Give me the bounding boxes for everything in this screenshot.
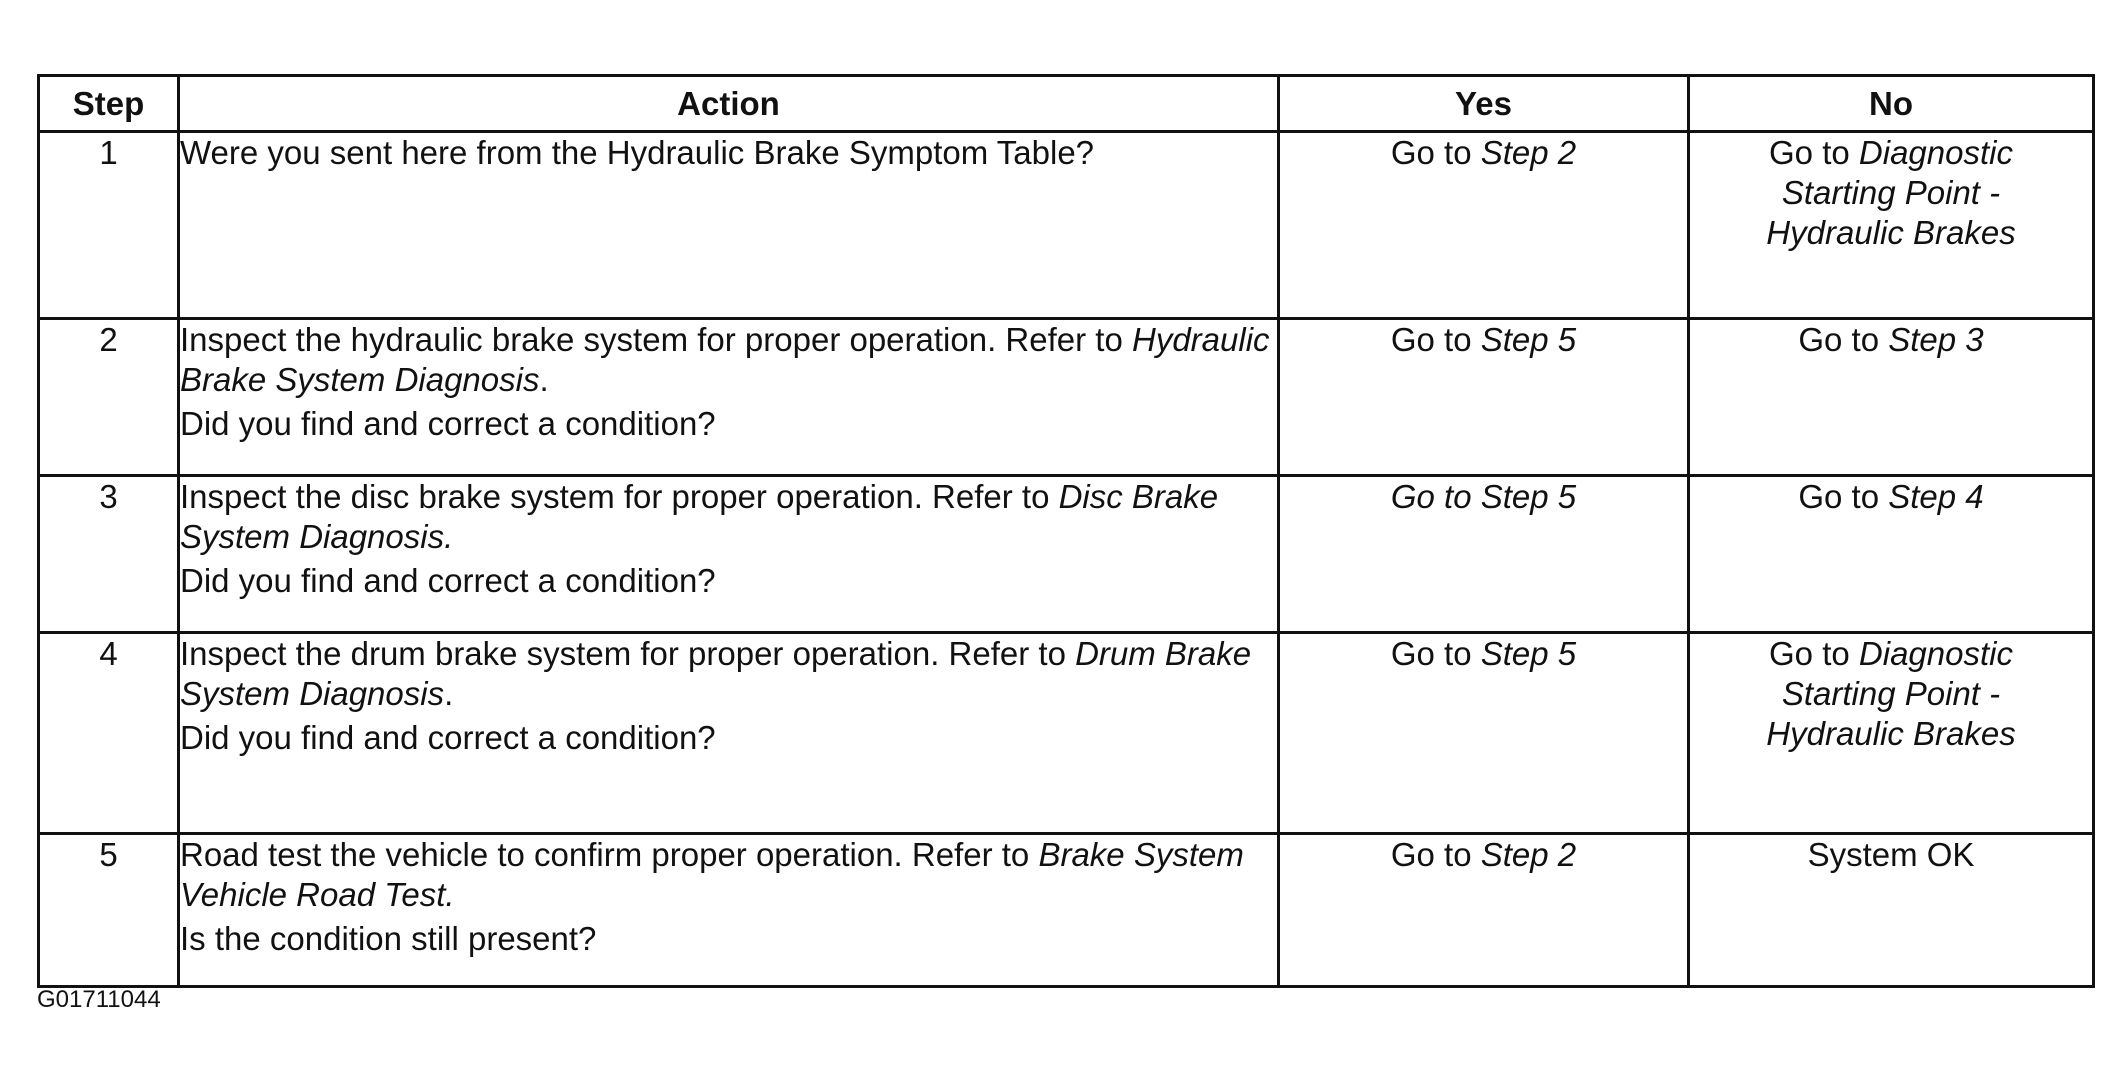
no-step-ref: Step 4 (1888, 478, 1984, 515)
no-cell: Go to Diagnostic Starting Point - Hydrau… (1687, 631, 2095, 835)
diagnostic-table-container: Step Action Yes No 1 Were you sent here … (37, 74, 2095, 988)
no-prefix: Go to (1798, 478, 1889, 515)
step-number: 1 (37, 130, 180, 320)
no-ref-line-1: Diagnostic (1858, 635, 2013, 672)
action-cell: Road test the vehicle to confirm proper … (177, 832, 1280, 988)
header-action: Action (177, 74, 1280, 133)
action-cell: Inspect the hydraulic brake system for p… (177, 317, 1280, 477)
action-question: Is the condition still present? (180, 920, 597, 957)
no-ref-line-2: Starting Point - (1781, 174, 2001, 211)
no-cell: System OK (1687, 832, 2095, 988)
yes-cell: Go to Step 5 (1277, 631, 1690, 835)
action-question: Did you find and correct a condition? (180, 719, 716, 756)
action-text: Inspect the disc brake system for proper… (180, 478, 1219, 555)
table-row: 4 Inspect the drum brake system for prop… (37, 631, 2095, 835)
table-row: 3 Inspect the disc brake system for prop… (37, 474, 2095, 634)
action-reference: Hydraulic Brake System Diagnosis (180, 321, 1270, 398)
yes-cell: Go to Step 5 (1277, 474, 1690, 634)
action-text: Inspect the drum brake system for proper… (180, 635, 1252, 712)
step-number: 2 (37, 317, 180, 477)
yes-step-ref: Step 2 (1480, 836, 1577, 873)
table-row: 5 Road test the vehicle to confirm prope… (37, 832, 2095, 988)
no-cell: Go to Step 3 (1687, 317, 2095, 477)
yes-prefix: Go to (1390, 836, 1481, 873)
diagnostic-table: Step Action Yes No 1 Were you sent here … (37, 74, 2095, 988)
action-cell: Inspect the drum brake system for proper… (177, 631, 1280, 835)
no-ref-line-2: Starting Point - (1781, 675, 2001, 712)
action-question: Did you find and correct a condition? (180, 405, 716, 442)
figure-id: G01711044 (37, 986, 161, 1013)
action-cell: Were you sent here from the Hydraulic Br… (177, 130, 1280, 320)
no-cell: Go to Step 4 (1687, 474, 2095, 634)
action-question: Did you find and correct a condition? (180, 562, 716, 599)
table-header-row: Step Action Yes No (37, 74, 2095, 133)
no-cell: Go to Diagnostic Starting Point - Hydrau… (1687, 130, 2095, 320)
step-number: 5 (37, 832, 180, 988)
yes-cell: Go to Step 2 (1277, 130, 1690, 320)
no-prefix: Go to (1769, 635, 1859, 672)
action-text: Road test the vehicle to confirm proper … (180, 836, 1244, 913)
step-number: 3 (37, 474, 180, 634)
step-number: 4 (37, 631, 180, 835)
yes-step-ref: Step 5 (1480, 321, 1577, 358)
yes-cell: Go to Step 2 (1277, 832, 1690, 988)
yes-prefix: Go to (1390, 321, 1481, 358)
no-ref-line-3: Hydraulic Brakes (1766, 214, 2016, 251)
no-ref-line-3: Hydraulic Brakes (1766, 715, 2016, 752)
yes-step-ref: Step 5 (1480, 635, 1577, 672)
action-reference: Brake System Vehicle Road Test. (180, 836, 1244, 913)
action-cell: Inspect the disc brake system for proper… (177, 474, 1280, 634)
header-yes: Yes (1277, 74, 1690, 133)
action-text: Inspect the hydraulic brake system for p… (180, 321, 1270, 398)
action-reference: Drum Brake System Diagnosis (180, 635, 1252, 712)
no-ref-line-1: Diagnostic (1858, 134, 2013, 171)
yes-step-ref: Step 2 (1480, 134, 1577, 171)
yes-prefix: Go to (1390, 635, 1481, 672)
header-no: No (1687, 74, 2095, 133)
no-step-ref: Step 3 (1888, 321, 1984, 358)
action-text: Were you sent here from the Hydraulic Br… (180, 134, 1095, 171)
no-prefix: Go to (1798, 321, 1889, 358)
no-prefix: Go to (1769, 134, 1859, 171)
yes-prefix: Go to (1390, 478, 1481, 515)
action-reference: Disc Brake System Diagnosis. (180, 478, 1219, 555)
no-result: System OK (1807, 836, 1975, 873)
yes-step-ref: Step 5 (1480, 478, 1577, 515)
table-row: 2 Inspect the hydraulic brake system for… (37, 317, 2095, 477)
header-step: Step (37, 74, 180, 133)
yes-cell: Go to Step 5 (1277, 317, 1690, 477)
yes-prefix: Go to (1390, 134, 1481, 171)
table-row: 1 Were you sent here from the Hydraulic … (37, 130, 2095, 320)
